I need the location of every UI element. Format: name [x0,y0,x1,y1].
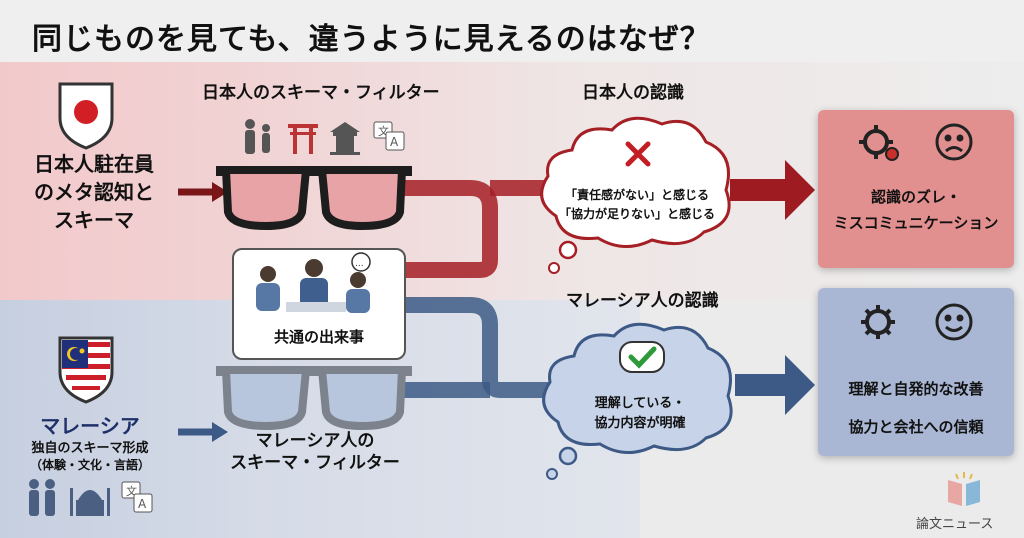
torii-icon [288,124,318,154]
japan-flag-shield-icon [58,82,114,150]
svg-text:文: 文 [126,484,137,498]
red-arrow-head [785,160,815,220]
japan-perception-text: 「責任感がない」と感じる 「協力が足りない」と感じる [558,188,715,221]
japan-result-text: 認識のズレ・ ミスコミュニケーション [833,188,999,232]
malaysia-flag-shield-icon [58,336,114,404]
gear-icon [861,305,895,339]
blue-arrow-head [785,355,815,415]
malaysia-thought-cloud [542,322,733,480]
japan-thought-cloud [540,116,731,274]
japan-result-card [818,110,1014,268]
people-meeting-icon: ... [256,252,371,313]
sad-face-icon [935,123,973,161]
malaysia-glasses-icon [216,366,412,431]
malaysia-label-sub: 独自のスキーマ形成 [31,441,149,456]
temple-icon [330,122,360,155]
smile-face-icon [935,303,973,341]
translate-icon: 文A [373,121,405,151]
translate-icon: 文A [121,481,153,513]
check-bubble-icon [619,341,665,373]
malaysia-perception-text: 理解している・ 協力内容が明確 [594,396,686,431]
malaysia-input-arrow-head [212,422,228,442]
mosque-icon [70,488,110,516]
malaysia-result-icons [861,303,973,341]
japan-glasses-icon [216,166,412,231]
broken-gear-icon [859,125,899,161]
malaysia-result-text: 理解と自発的な改善 協力と会社への信頼 [848,380,984,436]
family-icon [245,119,270,154]
malaysia-label-detail: （体験・文化・言語） [29,458,150,472]
page-title: 同じものを見ても、違うように見えるのはなぜ？ [32,22,711,57]
svg-text:A: A [138,497,147,511]
svg-text:文: 文 [378,124,389,138]
japan-filter-title: 日本人のスキーマ・フィルター [202,83,440,103]
common-event-label: 共通の出来事 [273,328,364,346]
japan-perception-title: 日本人の認識 [582,83,684,103]
family-icon [29,479,55,516]
malaysia-label-title: マレーシア [40,414,140,438]
japan-input-arrow-head [212,182,228,202]
svg-text:A: A [390,135,399,149]
cross-icon [625,141,651,167]
malaysia-perception-title: マレーシア人の認識 [566,291,719,311]
malaysia-result-card [818,288,1014,456]
brand-label: 論文ニュース [916,517,994,532]
blue-connector [395,297,560,398]
red-connector [395,180,498,278]
svg-text:...: ... [355,259,364,269]
malaysia-filter-title: マレーシア人の スキーマ・フィルター [230,431,400,473]
book-logo-icon [948,472,980,506]
japanese-culture-icons: 文A [245,119,405,155]
japan-result-icons [859,123,973,161]
malaysian-culture-icons: 文A [29,479,153,516]
japan-label: 日本人駐在員 のメタ認知と スキーマ [34,152,154,232]
